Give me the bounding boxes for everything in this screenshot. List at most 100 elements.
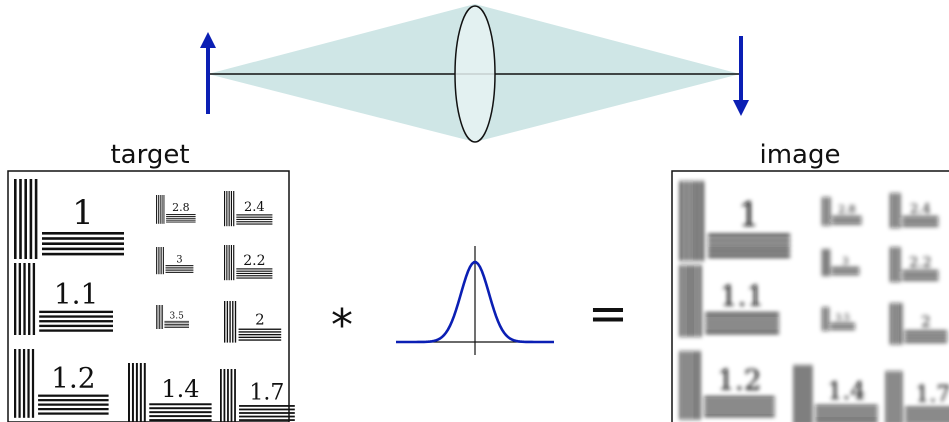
vertical-bar bbox=[156, 305, 157, 329]
vertical-bar bbox=[159, 247, 161, 275]
vertical-bar bbox=[890, 193, 892, 229]
vertical-bar bbox=[892, 247, 894, 283]
horizontal-bar bbox=[832, 223, 862, 225]
vertical-bar bbox=[825, 197, 827, 226]
horizontal-bar bbox=[236, 272, 273, 275]
horizontal-bar bbox=[902, 270, 939, 272]
bar-group-label: 2.4 bbox=[910, 202, 931, 217]
vertical-bar bbox=[829, 197, 831, 226]
bar-group-3.5: 3.5 bbox=[822, 307, 855, 331]
bar-group-1: 1 bbox=[14, 179, 124, 259]
vertical-bar bbox=[898, 303, 900, 345]
vertical-bar bbox=[896, 371, 899, 422]
vertical-bar bbox=[233, 191, 235, 227]
vertical-bar bbox=[890, 303, 892, 345]
vertical-bar bbox=[18, 349, 21, 418]
horizontal-bar bbox=[236, 223, 273, 225]
vertical-bar bbox=[890, 247, 892, 283]
horizontal-bar bbox=[832, 217, 862, 219]
horizontal-bar bbox=[902, 220, 939, 223]
lens bbox=[454, 5, 496, 143]
bar-group-1.4: 1.4 bbox=[794, 365, 878, 422]
vertical-bar bbox=[894, 193, 896, 229]
horizontal-bar bbox=[905, 410, 949, 413]
bar-group-label: 3 bbox=[176, 254, 182, 265]
vertical-bar bbox=[14, 349, 17, 418]
bar-group-label: 3.5 bbox=[836, 314, 851, 324]
horizontal-bar bbox=[902, 272, 939, 274]
bar-group-1.1: 1.1 bbox=[680, 265, 779, 337]
horizontal-bar bbox=[165, 266, 194, 268]
horizontal-bar bbox=[902, 218, 939, 220]
horizontal-bar bbox=[705, 326, 779, 330]
horizontal-bar bbox=[236, 268, 273, 270]
bar-group-label: 1.2 bbox=[51, 362, 96, 395]
horizontal-bar bbox=[902, 279, 939, 281]
horizontal-bar bbox=[239, 419, 295, 421]
vertical-bar bbox=[163, 247, 164, 275]
bar-group-label: 1.2 bbox=[717, 364, 762, 397]
bar-group-label: 2.8 bbox=[172, 201, 190, 214]
bar-group-label: 1 bbox=[72, 193, 94, 233]
horizontal-bar bbox=[39, 320, 114, 323]
horizontal-bar bbox=[38, 394, 109, 397]
vertical-bar bbox=[18, 263, 22, 335]
vertical-bar bbox=[232, 301, 234, 343]
vertical-bar bbox=[14, 263, 17, 335]
horizontal-bar bbox=[239, 412, 295, 414]
horizontal-bar bbox=[39, 315, 114, 318]
vertical-bar bbox=[684, 351, 687, 420]
vertical-bar bbox=[228, 245, 230, 281]
vertical-bar bbox=[228, 191, 230, 227]
vertical-bar bbox=[224, 245, 226, 281]
convolution-operator: * bbox=[331, 300, 353, 351]
horizontal-bar bbox=[166, 221, 196, 223]
vertical-bar bbox=[159, 305, 160, 329]
horizontal-bar bbox=[38, 403, 109, 406]
horizontal-bar bbox=[238, 339, 282, 341]
vertical-bar bbox=[31, 349, 35, 418]
horizontal-bar bbox=[904, 341, 948, 343]
horizontal-bar bbox=[238, 328, 282, 330]
vertical-bar bbox=[900, 303, 903, 345]
horizontal-bar bbox=[149, 407, 212, 410]
horizontal-bar bbox=[830, 322, 855, 324]
vertical-bar bbox=[900, 371, 902, 422]
vertical-bar bbox=[233, 245, 235, 281]
horizontal-bar bbox=[904, 333, 948, 335]
horizontal-bar bbox=[39, 310, 114, 314]
horizontal-bar bbox=[905, 414, 949, 416]
image-label: image bbox=[760, 140, 841, 170]
horizontal-bar bbox=[830, 324, 855, 326]
bar-group-2.2: 2.2 bbox=[890, 247, 939, 283]
horizontal-bar bbox=[42, 252, 124, 256]
horizontal-bar bbox=[704, 396, 775, 399]
bar-group-1.7: 1.7 bbox=[886, 371, 949, 422]
horizontal-bar bbox=[164, 320, 189, 322]
vertical-bar bbox=[230, 245, 233, 281]
vertical-bar bbox=[693, 351, 696, 420]
bar-group-label: 2.4 bbox=[244, 200, 265, 215]
vertical-bar bbox=[690, 181, 693, 261]
bar-group-label: 2 bbox=[921, 312, 931, 330]
horizontal-bar bbox=[166, 215, 196, 217]
bar-group-label: 2.2 bbox=[909, 255, 931, 271]
vertical-bar bbox=[689, 265, 692, 337]
vertical-bar bbox=[700, 181, 704, 261]
vertical-bar bbox=[827, 197, 829, 226]
bar-group-label: 1 bbox=[738, 195, 760, 235]
vertical-bar bbox=[684, 265, 688, 337]
vertical-bar bbox=[161, 247, 163, 275]
bar-group-label: 1.1 bbox=[720, 280, 765, 313]
vertical-bar bbox=[828, 307, 830, 331]
vertical-bar bbox=[34, 179, 38, 259]
horizontal-bar bbox=[815, 417, 878, 420]
horizontal-bar bbox=[164, 327, 189, 328]
vertical-bar bbox=[27, 349, 30, 418]
horizontal-bar bbox=[815, 413, 878, 416]
bar-group-label: 1.1 bbox=[54, 278, 99, 311]
vertical-bar bbox=[157, 195, 159, 224]
vertical-bar bbox=[230, 369, 233, 422]
horizontal-bar bbox=[42, 237, 124, 240]
